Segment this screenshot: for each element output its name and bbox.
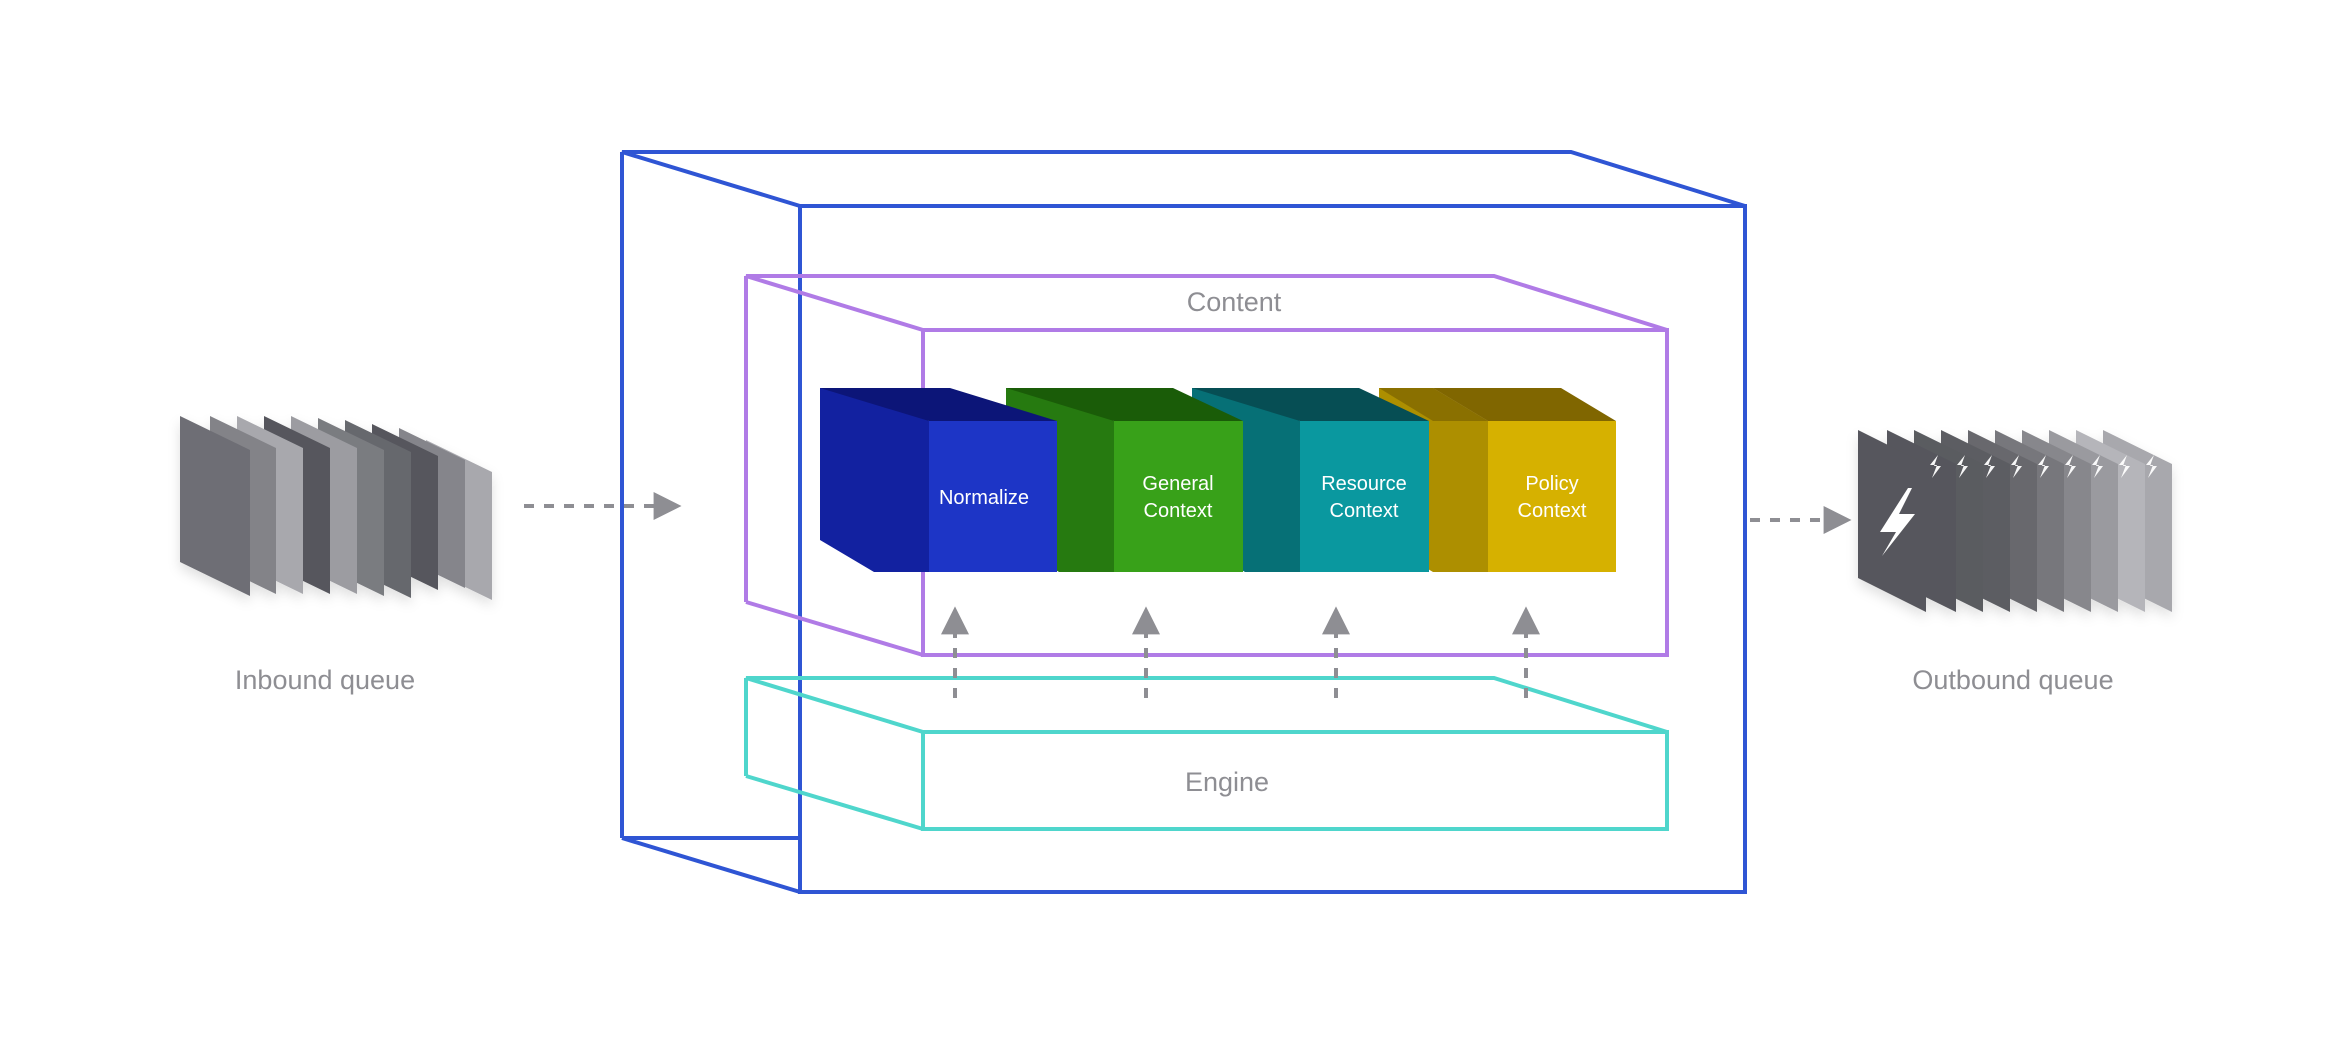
engine-arrows [941, 606, 1540, 698]
engine-box [744, 676, 1669, 831]
content-label: Content [1187, 287, 1282, 317]
stage-general-line1: General [1142, 473, 1213, 495]
stage-policy-line2: Context [1518, 500, 1587, 522]
stage-resource-line2: Context [1330, 500, 1399, 522]
service-container [620, 150, 1747, 894]
lightning-icon [1880, 488, 1915, 556]
outbound-queue-stack [1858, 430, 2172, 612]
stage-policy-line1: Policy [1525, 473, 1578, 495]
outbound-queue-label: Outbound queue [1912, 665, 2113, 695]
stage-normalize-line1: Normalize [939, 487, 1029, 509]
inbound-queue-label: Inbound queue [235, 665, 415, 695]
inbound-queue-stack [180, 416, 492, 600]
stage-resource-line1: Resource [1321, 473, 1407, 495]
stage-cubes: Policy Context Resource Context General … [820, 388, 1616, 572]
content-box [744, 274, 1669, 657]
engine-label: Engine [1185, 767, 1269, 797]
stage-general-line2: Context [1144, 500, 1213, 522]
stage-normalize: Normalize [820, 388, 1057, 572]
